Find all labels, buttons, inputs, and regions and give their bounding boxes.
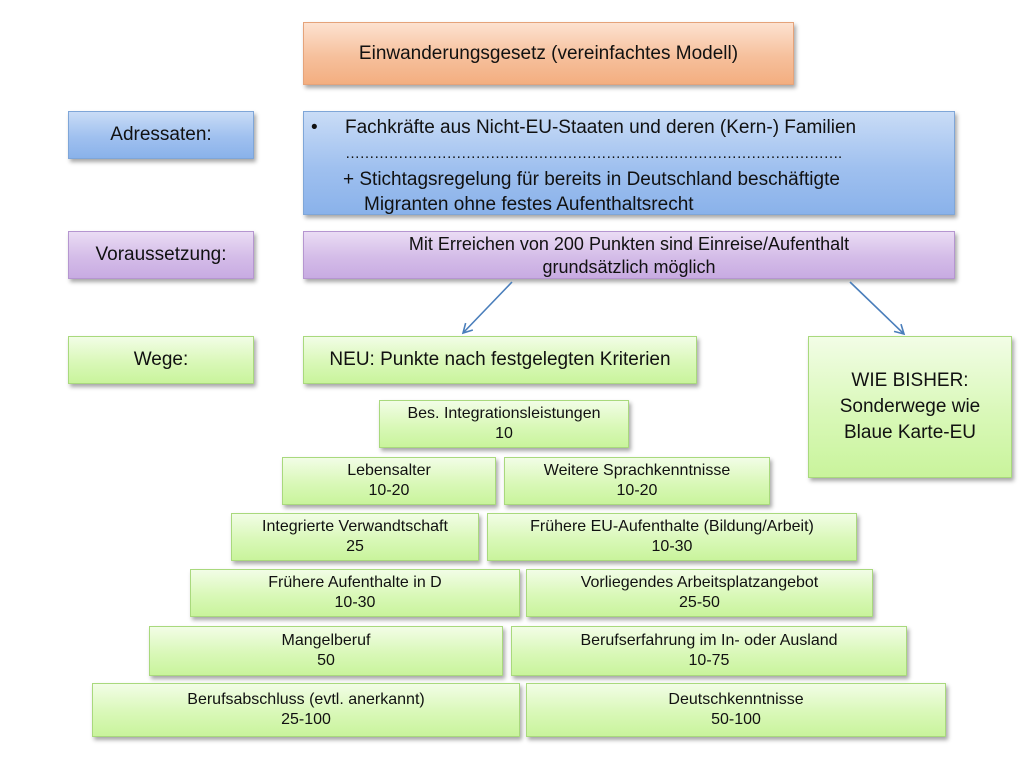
label-adressaten: Adressaten: [68,111,254,159]
criterion-name: Deutschkenntnisse [668,691,804,708]
criterion-name: Berufsabschluss (evtl. anerkannt) [187,691,425,708]
label-voraussetzung: Voraussetzung: [68,231,254,279]
criterion-name: Integrierte Verwandtschaft [262,518,448,535]
criterion-points: 50 [317,652,335,669]
criterion-name: Bes. Integrationsleistungen [407,405,601,422]
arrow-to-neu [461,281,513,335]
bisher-line-3: Blaue Karte-EU [843,422,976,443]
criterion-points: 10-20 [368,482,410,499]
bisher-box: WIE BISHER: Sonderwege wie Blaue Karte-E… [808,336,1012,478]
criterion-box: Berufserfahrung im In- oder Ausland 10-7… [511,626,907,676]
criterion-name: Mangelberuf [281,632,371,649]
voraussetzung-box: Mit Erreichen von 200 Punkten sind Einre… [303,231,955,279]
criterion-box: Mangelberuf 50 [149,626,503,676]
criterion-box: Deutschkenntnisse 50-100 [526,683,946,737]
criterion-points: 25-100 [281,711,331,728]
criterion-points: 10-30 [651,538,693,555]
criterion-box: Berufsabschluss (evtl. anerkannt) 25-100 [92,683,520,737]
voraussetzung-line-1: Mit Erreichen von 200 Punkten sind Einre… [408,234,850,254]
adressaten-box: • Fachkräfte aus Nicht-EU-Staaten und de… [303,111,955,215]
criterion-points: 10-20 [616,482,658,499]
criterion-box: Vorliegendes Arbeitsplatzangebot 25-50 [526,569,873,617]
criterion-points: 25 [346,538,364,555]
adressaten-dots: …………………………………………………………………………………………. [345,145,842,162]
criterion-points: 10-30 [334,594,376,611]
criterion-points: 25-50 [679,594,720,611]
criterion-points: 10-75 [688,652,730,669]
bisher-line-1: WIE BISHER: [851,370,969,391]
criterion-box: Integrierte Verwandtschaft 25 [231,513,479,561]
adressaten-line-3: + Stichtagsregelung für bereits in Deuts… [343,169,840,190]
bisher-line-2: Sonderwege wie [839,396,981,417]
neu-box: NEU: Punkte nach festgelegten Kriterien [303,336,697,384]
title-box: Einwanderungsgesetz (vereinfachtes Model… [303,22,794,85]
bullet-icon: • [311,117,318,138]
criterion-points: 10 [495,425,513,442]
adressaten-line-4: Migranten ohne festes Aufenthaltsrecht [364,194,694,215]
diagram-title: Einwanderungsgesetz (vereinfachtes Model… [358,42,739,64]
criterion-name: Frühere EU-Aufenthalte (Bildung/Arbeit) [530,518,814,535]
criterion-name: Frühere Aufenthalte in D [268,574,442,591]
arrow-to-bisher [849,281,906,336]
criterion-box: Lebensalter 10-20 [282,457,496,505]
criterion-name: Vorliegendes Arbeitsplatzangebot [580,574,819,591]
criterion-points: 50-100 [711,711,761,728]
criterion-name: Lebensalter [347,462,431,479]
voraussetzung-line-2: grundsätzlich möglich [542,257,716,277]
criterion-name: Weitere Sprachkenntnisse [543,462,731,479]
criterion-name: Berufserfahrung im In- oder Ausland [580,632,838,649]
criterion-box: Frühere Aufenthalte in D 10-30 [190,569,520,617]
adressaten-line-1: Fachkräfte aus Nicht-EU-Staaten und dere… [345,117,857,138]
criterion-box: Weitere Sprachkenntnisse 10-20 [504,457,770,505]
criterion-box: Frühere EU-Aufenthalte (Bildung/Arbeit) … [487,513,857,561]
criterion-box: Bes. Integrationsleistungen 10 [379,400,629,448]
label-wege: Wege: [68,336,254,384]
